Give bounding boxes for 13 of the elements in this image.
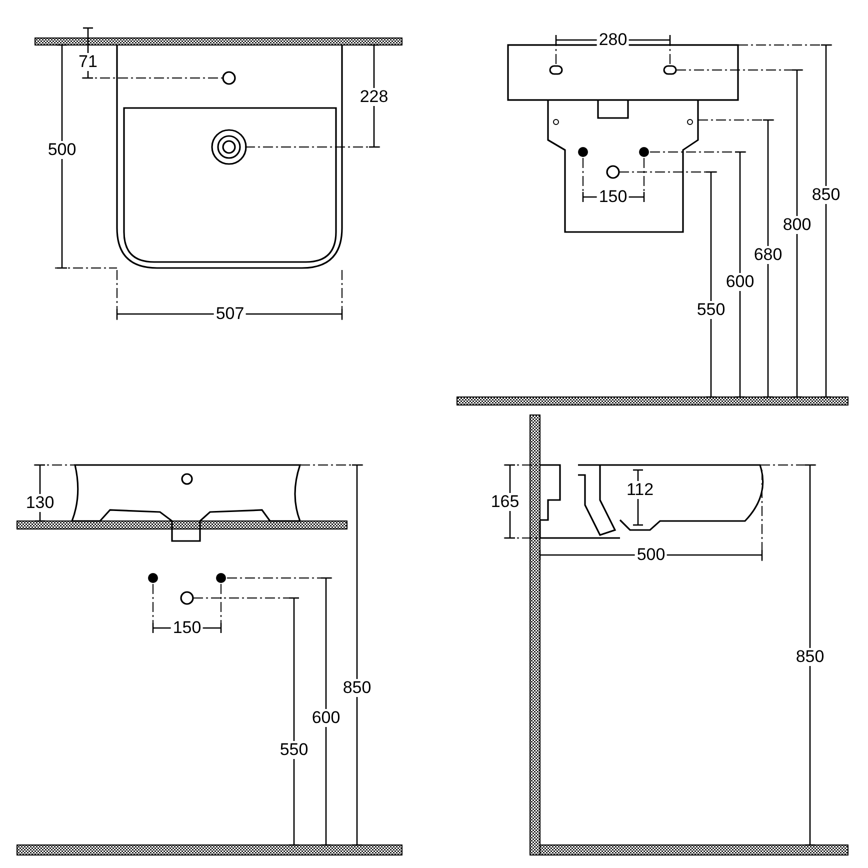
dimension-value: 850 <box>810 186 842 204</box>
dimension-value: 71 <box>76 53 100 71</box>
dimension-value: 850 <box>340 679 374 697</box>
dimension-value: 550 <box>278 741 310 759</box>
dimension-value: 228 <box>358 88 390 106</box>
dimension-value: 550 <box>694 301 728 319</box>
dimension-value: 680 <box>752 246 784 264</box>
dimension-value: 850 <box>794 648 826 666</box>
dimension-value: 280 <box>596 31 630 49</box>
dimension-value: 500 <box>46 141 78 159</box>
dimension-value: 600 <box>724 273 756 291</box>
dimension-value: 600 <box>310 709 342 727</box>
dimension-value: 800 <box>780 216 814 234</box>
